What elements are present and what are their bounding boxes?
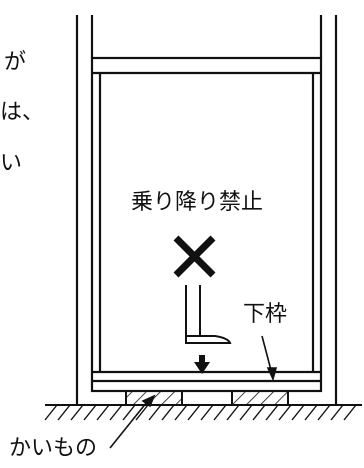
shim-right (231, 390, 289, 406)
text-fragment-1: が (4, 50, 27, 75)
lower-frame-leader (261, 335, 278, 382)
foot-illustration (185, 285, 232, 344)
text-fragment-2: は、 (0, 100, 45, 125)
lower-frame-label: 下枠 (243, 302, 288, 327)
shim-label: かいもの (9, 436, 98, 461)
no-boarding-warning-label: 乗り降り禁止 (131, 190, 264, 215)
shim-leader (109, 394, 156, 449)
ground-hatching (44, 404, 357, 421)
text-fragment-3: い (0, 151, 23, 176)
frame-posts (75, 15, 338, 405)
down-arrow-icon (194, 355, 210, 374)
door-panel (90, 56, 323, 393)
prohibited-x-mark (173, 235, 216, 278)
